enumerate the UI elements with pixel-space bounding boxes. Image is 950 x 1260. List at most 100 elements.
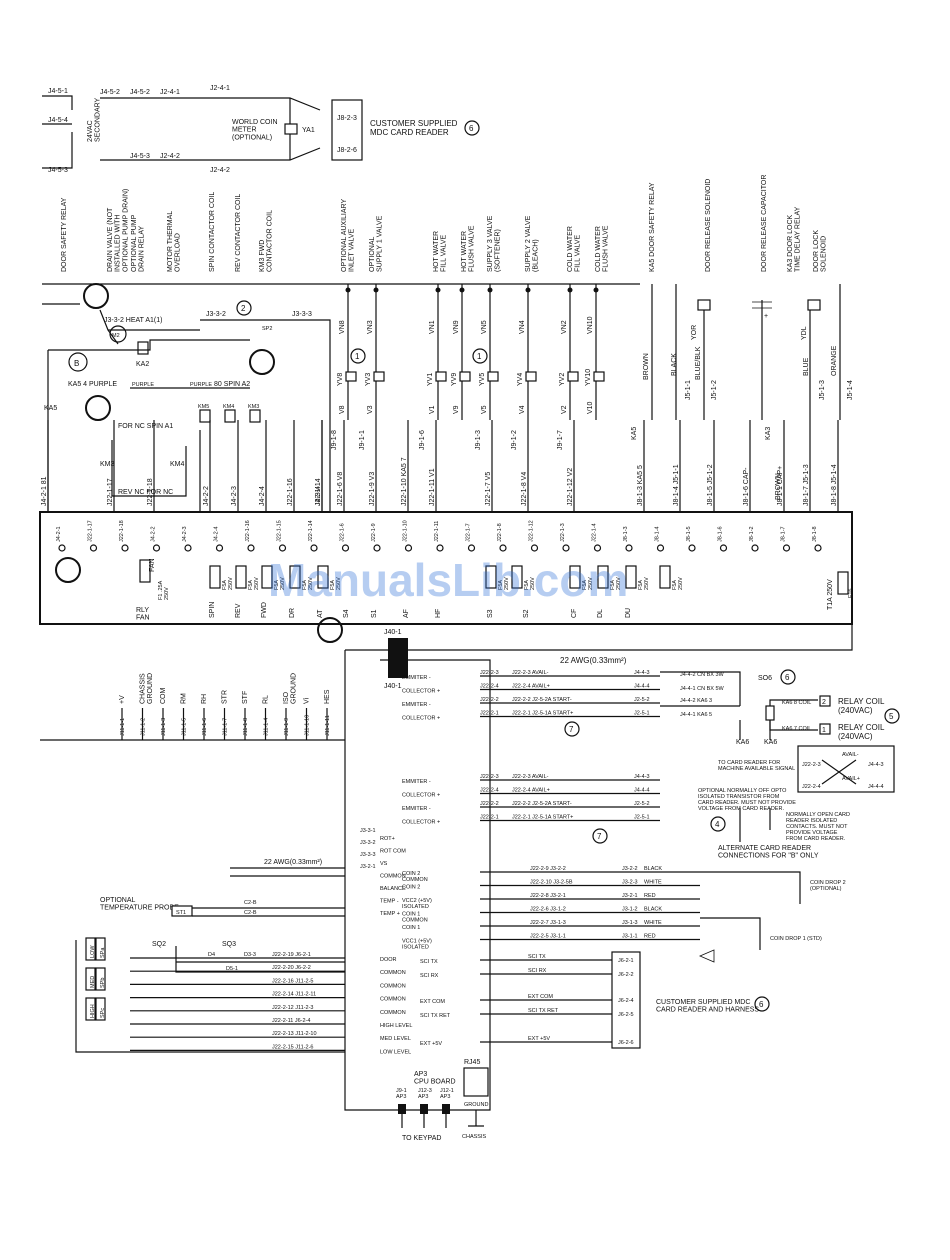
column-wire-label-1: J22-1-17 xyxy=(107,478,114,506)
awg-mid-label: 22 AWG(0.33mm²) xyxy=(264,859,322,866)
board-terminal-3 xyxy=(152,544,161,552)
board-terminal-label-23: J8-1-7 xyxy=(781,526,787,542)
j11-label-2-group: COM xyxy=(160,688,167,705)
j11-label-4-group: RH xyxy=(201,694,208,704)
board-terminal-label-6: J22-1-16 xyxy=(245,520,251,542)
rj45-jack xyxy=(463,1067,489,1097)
valve-v-2: V1 xyxy=(429,405,436,414)
board-output-6-group: S1 xyxy=(371,609,378,618)
j44-4: J4-4-1 KA6 5 xyxy=(680,712,712,718)
component-label-12: SUPPLY 2 VALVE(BLEACH) xyxy=(525,215,540,272)
lower_signals-label-0: EMMITER - xyxy=(402,779,431,785)
fuse-label-2-group: F5A250V xyxy=(274,577,286,590)
valve-coil-6 xyxy=(567,371,579,382)
coin-dest-4: J3-1-3 xyxy=(622,920,638,926)
lower_signals-pin-2: J22-2-2 xyxy=(480,801,499,807)
lower_signals-pin-0: J22-2-3 xyxy=(480,774,499,780)
j5-1-3-label: J5-1-3 xyxy=(819,380,826,400)
sci-wire-0: SCI TX xyxy=(528,954,546,960)
board-terminal-label-21: J8-1-6 xyxy=(718,526,724,542)
j44-3: J4-4-2 KA6 3 xyxy=(680,698,712,704)
board-output-2-group: FWD xyxy=(261,602,268,618)
valve-v-7-group: V10 xyxy=(587,401,594,414)
marker-5-text: 5 xyxy=(889,712,894,721)
j44-1: J4-4-2 CN BX 3W xyxy=(680,672,725,678)
board-output-2: FWD xyxy=(261,602,268,618)
coin-label-2: VCC2 (+5V)ISOLATED xyxy=(402,898,432,910)
upper_signals-dest-1: J4-4-4 xyxy=(634,684,650,690)
inset-cross xyxy=(821,759,857,785)
valve-coil-3 xyxy=(459,371,471,382)
column-wire-label-22: J8-1-8 J5-1-4 xyxy=(831,464,838,506)
pressure-switch-0-group: LOW xyxy=(90,945,96,958)
board-terminal-6 xyxy=(247,544,255,552)
terminal-j4-5-1: J4-5-1 xyxy=(48,88,68,95)
component-label-17: DOOR RELEASE CAPACITOR xyxy=(761,175,768,272)
valve-j9-3-group: J9-1-3 xyxy=(475,430,482,450)
secondary-wires xyxy=(42,95,73,169)
coin-dest-1: J3-2-3 xyxy=(622,880,638,886)
fuse-label-8-group: F5A250V xyxy=(610,577,622,590)
column-wire-label-4-group: J4-2-3 xyxy=(231,486,238,506)
component-label-15-group: KA5 DOOR SAFETY RELAY xyxy=(649,182,656,272)
fuse-7 xyxy=(569,565,581,589)
awg-top-label: 22 AWG(0.33mm²) xyxy=(560,656,627,665)
board-output-5-group: S4 xyxy=(343,609,350,618)
j3-label-6: TEMP + xyxy=(380,911,400,917)
j11-pin-6: J11-1-8 xyxy=(243,718,249,736)
valve-j9-4-group: J9-1-2 xyxy=(511,430,518,450)
connector-circle-4 xyxy=(55,557,81,583)
column-wire-label-21: J8-1-7 J5-1-3 xyxy=(803,464,810,506)
board-output-8: HF xyxy=(435,609,442,618)
board-terminal-label-4-group: J4-2-3 xyxy=(182,526,188,542)
board-terminal-5 xyxy=(215,544,224,552)
inset-j2: J22-2-4 xyxy=(802,784,821,790)
ka6-label-b: KA6 xyxy=(764,739,777,746)
valve-vn-1-group: VN3 xyxy=(367,320,374,334)
j11-pin-8-group: J11-1-9 xyxy=(284,718,290,736)
j5-1-1-label: J5-1-1 xyxy=(685,380,692,400)
j11-label-5-group: STR xyxy=(222,690,229,704)
ka6-7-label: KA6 7 COIL xyxy=(782,726,811,732)
component-label-10-group: HOT WATERFLUSH VALVE xyxy=(461,225,476,272)
j5-1-2-label: J5-1-2 xyxy=(711,380,718,400)
fuse-label-10-group: F5A250V xyxy=(672,577,684,590)
board-output-7: AF xyxy=(403,609,410,618)
lower-wire-label-2: J2-4-2 xyxy=(160,153,180,160)
coin-color-4: WHITE xyxy=(644,920,662,926)
component-label-19: DOOR LOCKSOLENOID xyxy=(813,230,828,272)
valve-vn-7: VN10 xyxy=(587,316,594,334)
column-wire-label-12-group: J22-1-11 V1 xyxy=(429,468,436,506)
spin-a2-label: 80 SPIN A2 xyxy=(214,381,250,388)
upper_signals-pin-0: J22-2-3 xyxy=(480,670,499,676)
cpu-leads xyxy=(401,1110,484,1128)
valve-vn-5: VN4 xyxy=(519,320,526,334)
coin-dest-3: J3-1-2 xyxy=(622,907,638,913)
keypad-plug-1 xyxy=(398,1104,406,1114)
valve-vn-0-group: VN8 xyxy=(339,320,346,334)
board-terminal-label-4: J4-2-3 xyxy=(182,526,188,542)
coil-pin-2-text: 2 xyxy=(822,699,826,706)
board-terminal-label-17-group: J22-1-4 xyxy=(592,523,598,542)
j11-pin-2: J11-1-3 xyxy=(161,718,167,736)
valve-v-6-group: V2 xyxy=(561,405,568,414)
marker-1b xyxy=(472,348,488,364)
valve-vn-1: VN3 xyxy=(367,320,374,334)
upper_signals-pin-1: J22-2-4 xyxy=(480,684,499,690)
board-terminal-label-17: J22-1-4 xyxy=(592,523,598,542)
j8-connector xyxy=(331,99,363,161)
valve-yv-5: YV4 xyxy=(517,373,524,386)
sci-wire-4: EXT +5V xyxy=(528,1036,550,1042)
valve-node-4 xyxy=(487,287,493,293)
j11-label-7: RL xyxy=(263,695,270,704)
fuse-label-7: F5A250V xyxy=(582,577,594,590)
level-wire-2: J22-2-16 J11-2-5 xyxy=(272,978,313,984)
level-label-0: DOOR xyxy=(380,957,397,963)
valve-node-7 xyxy=(593,287,599,293)
marker-7a xyxy=(564,721,580,737)
fuse-label-9-group: F5A250V xyxy=(638,577,650,590)
valve-yv-3: YV9 xyxy=(451,373,458,386)
